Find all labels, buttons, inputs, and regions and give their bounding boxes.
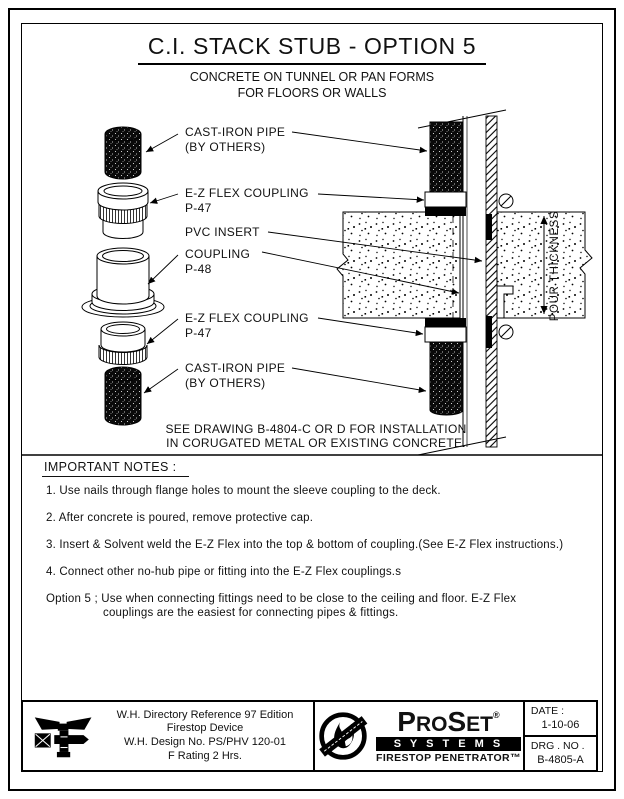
wh-logo — [34, 717, 92, 758]
label-cast-iron-top: CAST-IRON PIPE — [185, 125, 285, 139]
prohibition-logo — [319, 712, 368, 760]
sleeve-hatch — [485, 115, 498, 448]
page-title: C.I. STACK STUB - OPTION 5 — [137, 33, 487, 65]
label-pvc-insert: PVC INSERT — [185, 225, 260, 239]
date-value: 1-10-06 — [541, 719, 580, 731]
screw-top — [498, 193, 514, 209]
wh-line-4: F Rating 2 Hrs. — [168, 749, 242, 762]
section-view — [336, 109, 593, 456]
title-block: W.H. Directory Reference 97 Edition Fire… — [21, 700, 598, 772]
systems-banner: S Y S T E M S — [376, 737, 521, 751]
leader-lines — [143, 131, 483, 394]
brand-letter: S — [447, 706, 467, 737]
label-coupling: COUPLING — [185, 247, 250, 261]
ez-flex-coupling-top-figure — [97, 182, 149, 239]
concrete-slab-left — [336, 211, 461, 319]
proset-name: PROSET® — [376, 708, 521, 736]
label-ez-flex-bottom: E-Z FLEX COUPLING — [185, 311, 309, 325]
note-option-5: Option 5 ; Use when connecting fittings … — [46, 593, 590, 619]
exploded-view — [81, 126, 165, 426]
notes-section: IMPORTANT NOTES : 1. Use nails through f… — [42, 460, 590, 634]
title-block-info-cell: DATE : 1-10-06 DRG . NO . B-4805-A — [524, 702, 596, 770]
title-block-brand-cell: PROSET® S Y S T E M S FIRESTOP PENETRATO… — [315, 702, 525, 770]
page-subtitle: CONCRETE ON TUNNEL OR PAN FORMS FOR FLOO… — [21, 69, 603, 102]
title-block-wh-cell: W.H. Directory Reference 97 Edition Fire… — [23, 702, 315, 770]
label-cast-iron-bottom-2: (BY OTHERS) — [185, 376, 265, 390]
date-label: DATE : — [530, 705, 564, 717]
registered-mark: ® — [493, 710, 500, 720]
sheet-outer-border — [8, 8, 616, 791]
label-ez-flex-top-2: P-47 — [185, 201, 212, 215]
see-drawing-note-1: SEE DRAWING B-4804-C OR D FOR INSTALLATI… — [165, 422, 466, 436]
subtitle-line-2: FOR FLOORS OR WALLS — [237, 86, 387, 101]
note-item-1: 1. Use nails through flange holes to mou… — [46, 485, 441, 497]
label-ez-flex-top: E-Z FLEX COUPLING — [185, 186, 309, 200]
label-ez-flex-bottom-2: P-47 — [185, 326, 212, 340]
note-item-4: 4. Connect other no-hub pipe or fitting … — [46, 566, 402, 578]
cast-iron-pipe-bottom-figure — [104, 366, 142, 426]
screw-bottom — [498, 324, 514, 340]
note-item-2: 2. After concrete is poured, remove prot… — [46, 512, 314, 524]
diagram-labels: CAST-IRON PIPE (BY OTHERS) E-Z FLEX COUP… — [165, 125, 561, 450]
drawing-number-box: DRG . NO . B-4805-A — [525, 737, 596, 770]
label-cast-iron-bottom: CAST-IRON PIPE — [185, 361, 285, 375]
label-coupling-2: P-48 — [185, 262, 212, 276]
ez-flex-coupling-bottom-figure — [98, 321, 148, 365]
drg-label: DRG . NO . — [530, 740, 585, 752]
firestop-penetrator-tagline: FIRESTOP PENETRATOR™ — [376, 752, 521, 764]
cast-iron-pipe-top-figure — [104, 126, 142, 180]
option5-line-1: Option 5 ; Use when connecting fittings … — [46, 593, 517, 605]
brand-letters: ET — [466, 713, 493, 736]
option5-line-2: couplings are the easiest for connecting… — [103, 607, 399, 619]
brand-letters: RO — [415, 713, 448, 736]
see-drawing-note-2: IN CORUGATED METAL OR EXISTING CONCRETE. — [166, 436, 466, 450]
sheet-header: C.I. STACK STUB - OPTION 5 CONCRETE ON T… — [21, 33, 603, 102]
wh-line-1: W.H. Directory Reference 97 Edition — [116, 708, 294, 721]
wh-line-2: Firestop Device — [166, 722, 244, 735]
drg-value: B-4805-A — [537, 754, 584, 766]
brand-letter: P — [397, 706, 416, 737]
wh-line-3: W.H. Design No. PS/PHV 120-01 — [123, 736, 286, 748]
subtitle-line-1: CONCRETE ON TUNNEL OR PAN FORMS — [189, 70, 435, 84]
section-pipe-top — [429, 121, 464, 193]
label-cast-iron-top-2: (BY OTHERS) — [185, 140, 265, 154]
label-pour-thickness: POUR THICKNESS — [549, 211, 561, 321]
proset-wordmark: PROSET® S Y S T E M S FIRESTOP PENETRATO… — [376, 708, 521, 764]
date-box: DATE : 1-10-06 — [524, 702, 596, 737]
coupling-p48-figure — [81, 247, 165, 318]
wh-listing-text: W.H. Directory Reference 97 Edition Fire… — [101, 709, 309, 764]
note-item-3: 3. Insert & Solvent weld the E-Z Flex in… — [46, 539, 564, 551]
insert-foot — [496, 285, 514, 319]
section-pipe-bottom — [429, 341, 464, 416]
notes-heading: IMPORTANT NOTES : — [42, 460, 189, 477]
